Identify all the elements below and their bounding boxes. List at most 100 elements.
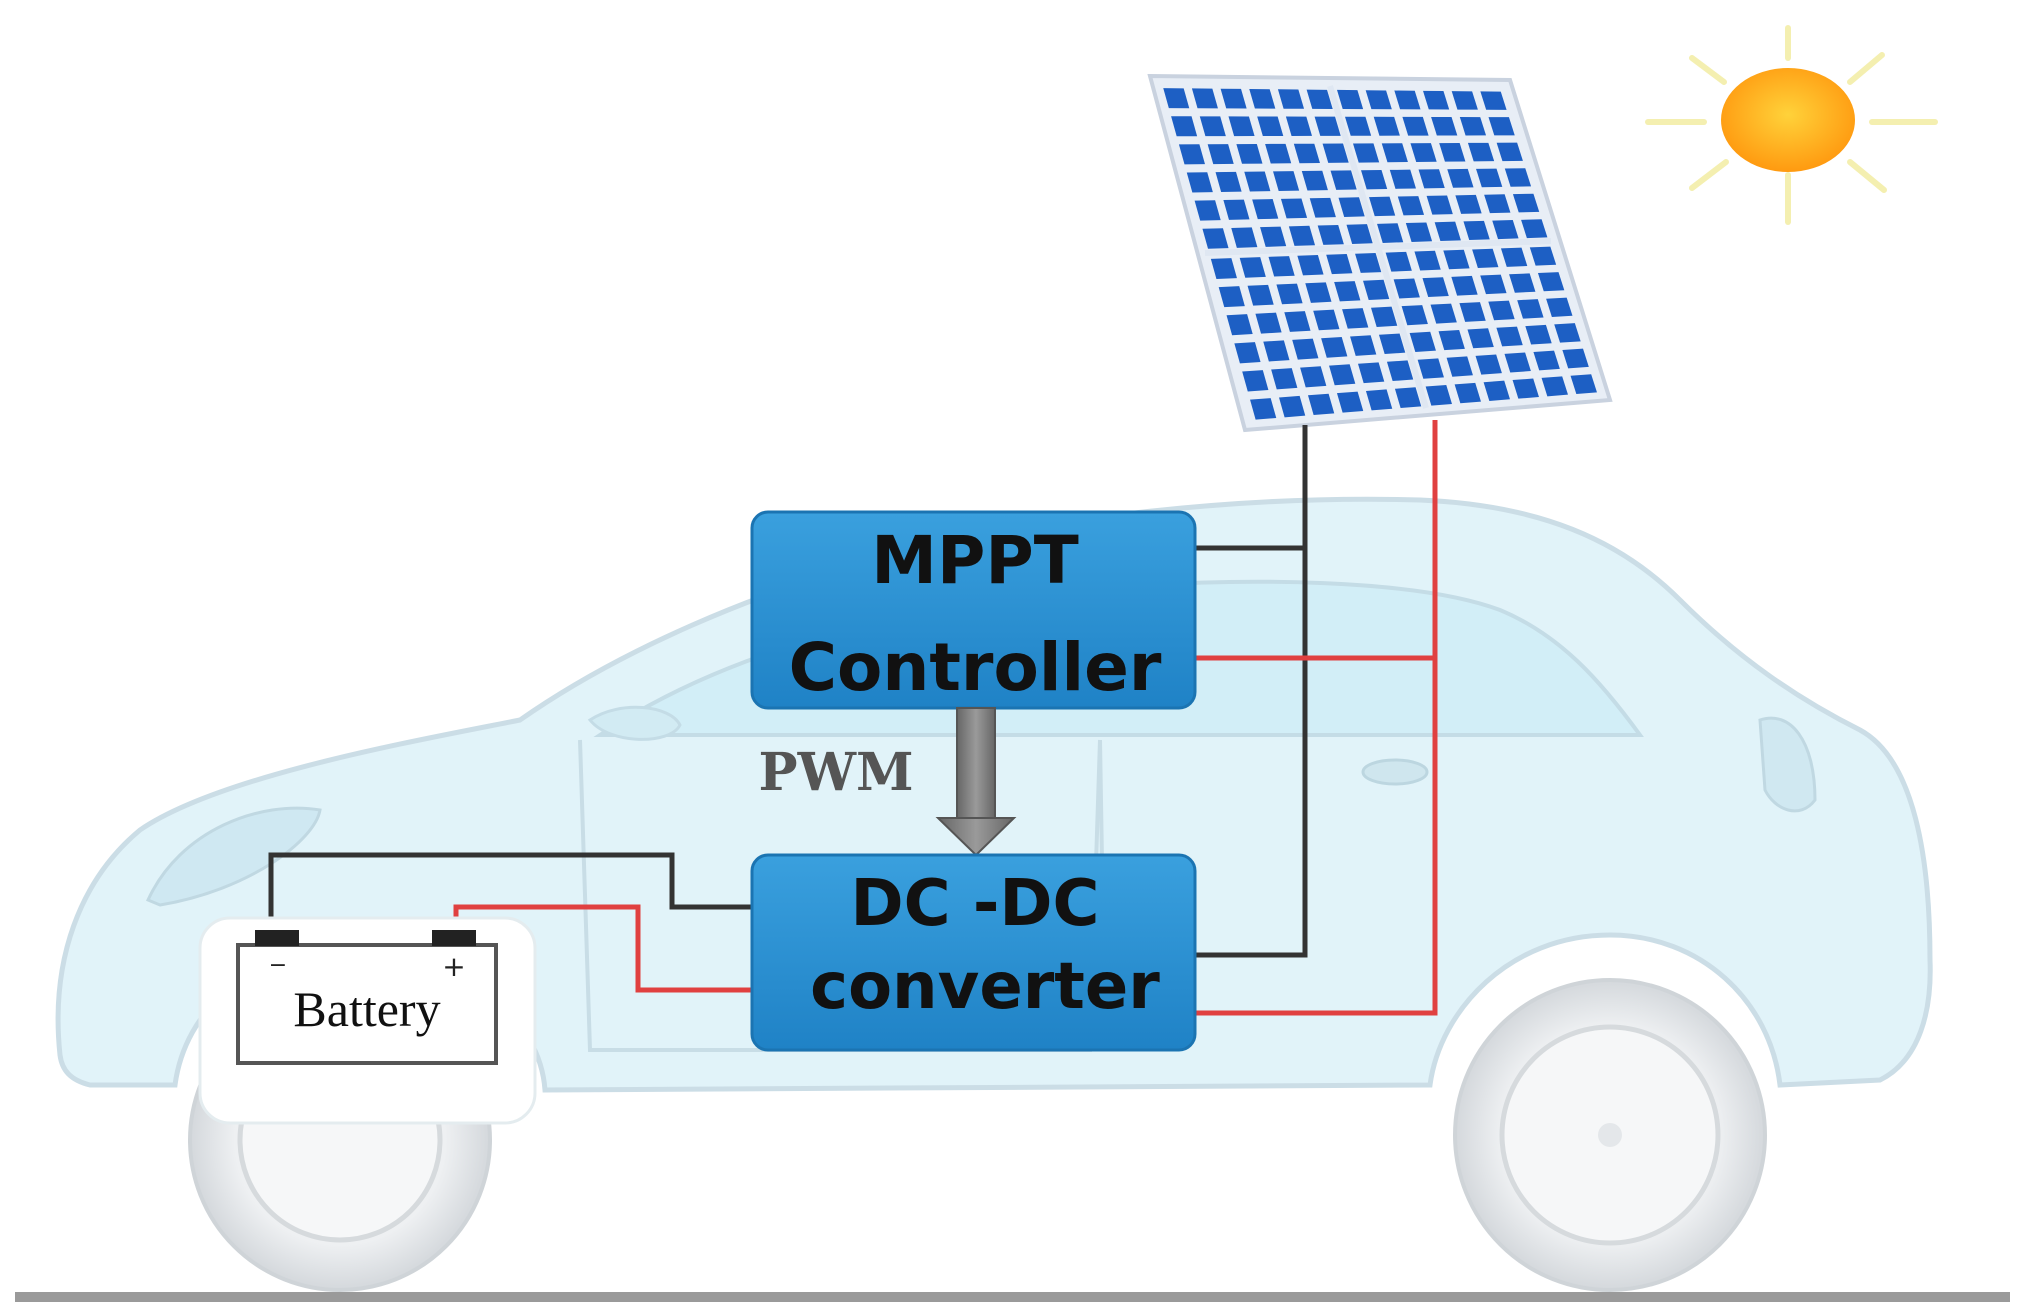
solar-cell bbox=[1305, 282, 1332, 303]
solar-cell bbox=[1488, 117, 1515, 136]
solar-cell bbox=[1410, 143, 1437, 162]
solar-cell bbox=[1228, 116, 1255, 137]
solar-cell bbox=[1223, 199, 1250, 220]
solar-cell bbox=[1306, 89, 1333, 109]
solar-cell bbox=[1475, 354, 1502, 375]
solar-cell bbox=[1236, 143, 1263, 164]
solar-cell bbox=[1239, 257, 1266, 278]
solar-cell bbox=[1467, 142, 1495, 162]
solar-cell bbox=[1467, 328, 1494, 349]
solar-cell bbox=[1285, 116, 1312, 136]
solar-cell bbox=[1397, 196, 1425, 216]
solar-cell bbox=[1338, 197, 1365, 217]
solar-cell bbox=[1459, 302, 1486, 322]
solar-cell bbox=[1480, 91, 1507, 110]
battery-negative-terminal bbox=[255, 930, 299, 946]
solar-cell bbox=[1191, 88, 1218, 109]
solar-cell bbox=[1525, 324, 1552, 345]
solar-cell bbox=[1512, 378, 1539, 399]
solar-cell bbox=[1443, 249, 1470, 270]
solar-cell bbox=[1451, 91, 1478, 110]
converter-label-line1: DC -DC bbox=[850, 867, 1099, 941]
battery-minus-sign: − bbox=[269, 953, 287, 978]
solar-panel-icon bbox=[1147, 73, 1613, 433]
solar-cell bbox=[1476, 168, 1503, 188]
solar-cell bbox=[1570, 374, 1597, 395]
solar-cell bbox=[1163, 88, 1190, 109]
solar-cell bbox=[1504, 168, 1532, 187]
solar-cell bbox=[1459, 117, 1487, 136]
solar-cell bbox=[1357, 362, 1385, 384]
solar-cell bbox=[1194, 200, 1221, 221]
solar-cell bbox=[1533, 350, 1560, 371]
solar-cell bbox=[1322, 143, 1349, 163]
solar-cell bbox=[1537, 272, 1565, 292]
solar-cell bbox=[1321, 336, 1348, 358]
wire-panel-positive bbox=[1195, 420, 1438, 1016]
wire-battery-positive bbox=[453, 904, 752, 993]
pwm-arrow-icon bbox=[935, 707, 1017, 857]
solar-cell bbox=[1355, 252, 1382, 273]
solar-cell bbox=[1369, 196, 1396, 217]
solar-cell bbox=[1280, 198, 1308, 219]
solar-cell bbox=[1365, 90, 1392, 110]
solar-cell bbox=[1554, 323, 1581, 343]
solar-cell bbox=[1463, 220, 1490, 241]
wire-battery-negative bbox=[268, 852, 752, 930]
solar-cell bbox=[1171, 116, 1198, 137]
solar-cell bbox=[1439, 142, 1466, 162]
solar-cell bbox=[1409, 331, 1436, 353]
solar-cell bbox=[1292, 338, 1319, 360]
solar-cell bbox=[1249, 89, 1276, 109]
solar-cell bbox=[1414, 250, 1441, 271]
solar-cell bbox=[1307, 393, 1335, 416]
solar-cell bbox=[1381, 143, 1408, 163]
battery-icon: − + Battery bbox=[198, 916, 537, 1125]
solar-cell bbox=[1284, 311, 1311, 332]
solar-cell bbox=[1541, 376, 1568, 397]
solar-cell bbox=[1394, 387, 1422, 409]
solar-cell bbox=[1231, 227, 1258, 248]
solar-cell bbox=[1512, 193, 1540, 213]
solar-cell bbox=[1488, 300, 1515, 321]
solar-cell bbox=[1418, 169, 1445, 189]
solar-cell bbox=[1329, 364, 1356, 386]
solar-cell bbox=[1377, 223, 1404, 243]
solar-cell bbox=[1492, 220, 1519, 240]
solar-cell bbox=[1255, 312, 1282, 334]
solar-cell bbox=[1218, 286, 1245, 308]
solar-cell bbox=[1370, 306, 1398, 327]
solar-cell bbox=[1423, 90, 1450, 110]
solar-cell bbox=[1247, 284, 1274, 306]
solar-cell bbox=[1504, 352, 1531, 373]
solar-cell bbox=[1317, 224, 1344, 245]
solar-cell bbox=[1342, 308, 1369, 329]
solar-cell bbox=[1178, 144, 1205, 165]
solar-cell bbox=[1186, 172, 1213, 193]
solar-cell bbox=[1365, 389, 1393, 411]
solar-cell bbox=[1509, 273, 1536, 293]
solar-cell bbox=[1301, 170, 1328, 191]
solar-cell bbox=[1220, 88, 1247, 109]
solar-panel-cells bbox=[1163, 85, 1597, 420]
mppt-label-line1: MPPT bbox=[871, 522, 1078, 599]
solar-cell bbox=[1336, 391, 1364, 413]
solar-cell bbox=[1417, 358, 1444, 379]
solar-cell bbox=[1430, 303, 1457, 324]
solar-cell bbox=[1386, 360, 1414, 382]
ground-line bbox=[15, 1292, 2010, 1302]
solar-cell bbox=[1438, 330, 1465, 351]
solar-cell bbox=[1252, 199, 1279, 220]
solar-cell bbox=[1277, 89, 1305, 109]
solar-cell bbox=[1199, 116, 1226, 137]
dc-dc-converter-box: DC -DC converter bbox=[750, 853, 1197, 1052]
solar-cell bbox=[1260, 226, 1287, 247]
solar-cell bbox=[1271, 368, 1298, 390]
solar-cell bbox=[1373, 116, 1400, 136]
solar-cell bbox=[1215, 171, 1242, 193]
solar-cell bbox=[1309, 197, 1336, 218]
solar-cell bbox=[1346, 224, 1373, 244]
solar-cell bbox=[1300, 366, 1327, 388]
solar-cell bbox=[1350, 335, 1377, 356]
solar-cell bbox=[1402, 116, 1429, 136]
